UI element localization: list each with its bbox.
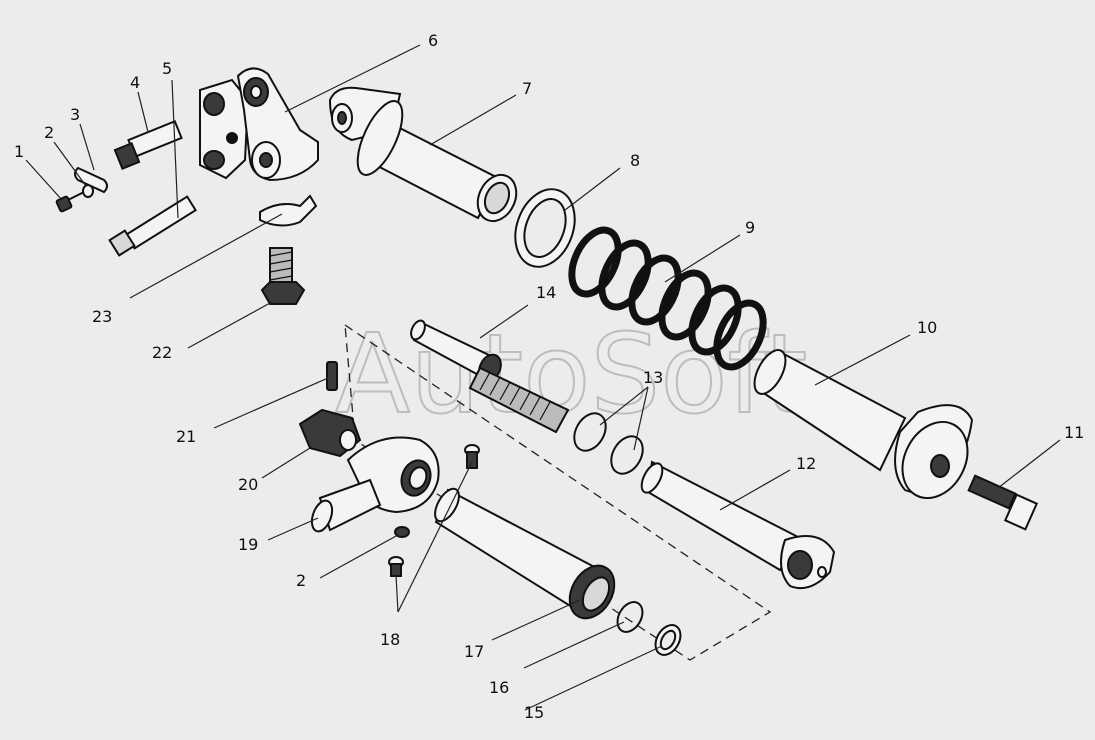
part-16-o-ring xyxy=(616,601,644,633)
callout-5: 5 xyxy=(162,59,172,78)
leader-lines xyxy=(25,44,1061,711)
part-17-sleeve xyxy=(434,487,616,620)
part-4-pin xyxy=(113,119,183,170)
part-18-screws xyxy=(388,444,480,577)
part-10-guide-rod xyxy=(753,349,974,500)
callout-21: 21 xyxy=(176,427,196,446)
part-9-spring xyxy=(568,226,767,371)
callout-8: 8 xyxy=(630,151,640,170)
callout-17: 17 xyxy=(464,642,484,661)
part-11-bolt xyxy=(967,474,1039,531)
callout-1: 1 xyxy=(14,142,24,161)
callout-13: 13 xyxy=(643,368,663,387)
callout-15: 15 xyxy=(524,703,544,722)
callout-9: 9 xyxy=(745,218,755,237)
part-14-threaded-shaft xyxy=(410,319,570,434)
callout-labels: 1 2 3 4 5 6 7 8 9 10 11 12 13 14 15 16 1… xyxy=(14,31,1084,722)
part-6-lever xyxy=(236,67,319,182)
part-19-eye-spindle xyxy=(310,436,440,533)
part-20-hex-nut xyxy=(298,408,362,458)
part-1-bolt xyxy=(55,191,85,213)
part-12-rod xyxy=(640,460,836,590)
part-5-long-pin xyxy=(108,195,197,257)
callout-2b: 2 xyxy=(296,571,306,590)
part-15-washer xyxy=(654,624,682,656)
assembly-group-outline xyxy=(344,323,772,661)
callout-11: 11 xyxy=(1064,423,1084,442)
callout-7: 7 xyxy=(522,79,532,98)
callout-22: 22 xyxy=(152,343,172,362)
part-7-cylinder xyxy=(328,86,518,223)
callout-6: 6 xyxy=(428,31,438,50)
part-2-washer-b xyxy=(394,526,410,538)
callout-20: 20 xyxy=(238,475,258,494)
callout-19: 19 xyxy=(238,535,258,554)
part-22-bolt xyxy=(260,247,306,305)
callout-3: 3 xyxy=(70,105,80,124)
callout-12: 12 xyxy=(796,454,816,473)
callout-10: 10 xyxy=(917,318,937,337)
callout-16: 16 xyxy=(489,678,509,697)
callout-18: 18 xyxy=(380,630,400,649)
callout-23: 23 xyxy=(92,307,112,326)
callout-2: 2 xyxy=(44,123,54,142)
callout-14: 14 xyxy=(536,283,556,302)
part-8-ring xyxy=(514,188,576,268)
callout-4: 4 xyxy=(130,73,140,92)
part-21-pin xyxy=(326,361,338,391)
bracket xyxy=(199,78,250,180)
